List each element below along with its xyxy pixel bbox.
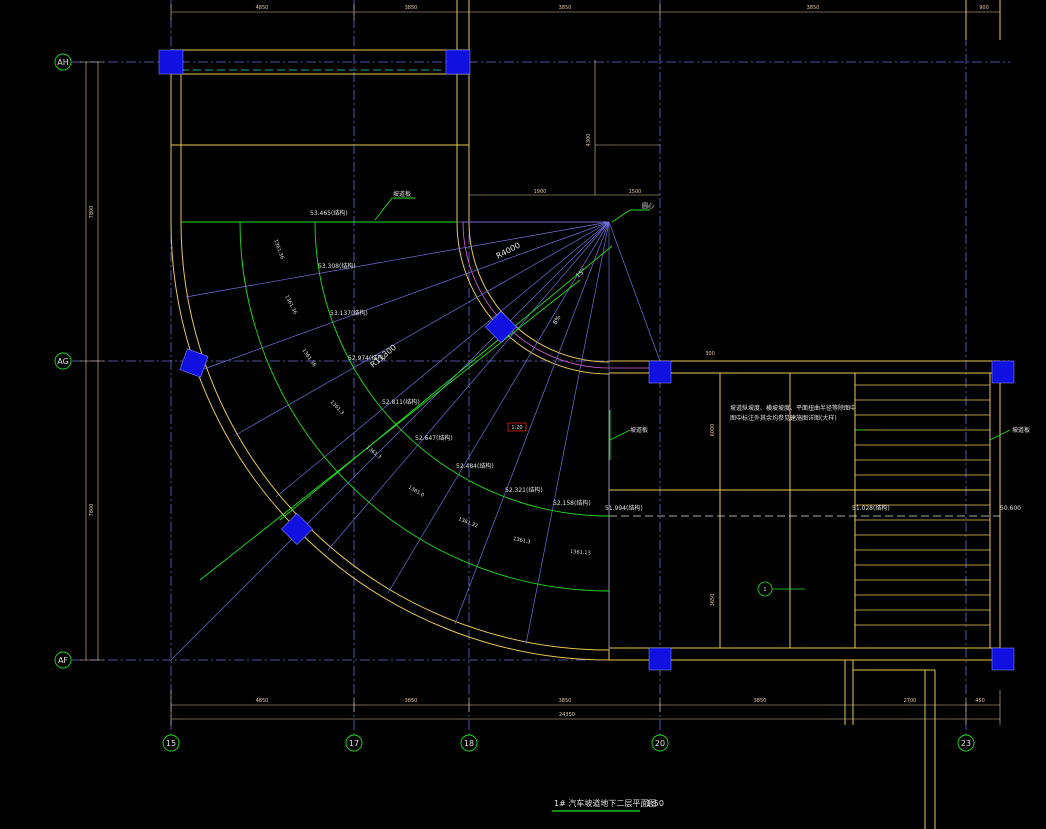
axis-label: AF — [58, 656, 68, 665]
axis-note-marker: 1 — [757, 581, 805, 597]
axis-bubble-23[interactable]: 23 — [957, 734, 975, 752]
axis-bubble-ah[interactable]: AH — [54, 53, 72, 71]
elevation-label: 52.484(结构) — [456, 462, 494, 470]
column-ag-23 — [991, 360, 1015, 384]
dim-text: 3850 — [405, 698, 418, 704]
axis-label: AG — [57, 357, 69, 366]
elevation-label: 53.308(结构) — [318, 262, 356, 270]
axis-note-text: 1 — [763, 587, 766, 593]
column-ah-18 — [445, 49, 471, 75]
dim-text: 450 — [975, 698, 985, 704]
dim-text: 900 — [979, 5, 989, 11]
notes: 坡道板 坡道板 坡道板 坡道纵坡度、横坡坡度、平面扭曲半径等除图中 图中标注外其… — [393, 190, 1030, 434]
axis-label: 18 — [464, 739, 474, 748]
ramp-note-line: 图中标注外其余均参见建施图详图(大样) — [730, 414, 837, 422]
dim-text: 3650 — [710, 594, 716, 607]
slope-note: 坡道板 — [393, 190, 411, 198]
dim-text: 4850 — [256, 698, 269, 704]
red-tag-text: 1:20 — [511, 425, 522, 431]
column-af-20 — [648, 647, 672, 671]
arc-dim-label: 1361.13 — [570, 549, 591, 556]
columns — [158, 49, 1015, 671]
column-arc-inner — [485, 311, 517, 343]
axis-label: 20 — [655, 739, 665, 748]
elevation-label: 50.600 — [1000, 505, 1021, 512]
arc-dim-label: 1361.3 — [513, 536, 531, 546]
elevation-label: 53.465(结构) — [310, 209, 348, 217]
drawing-scale: 1:50 — [646, 799, 664, 808]
axis-bubble-15[interactable]: 15 — [162, 734, 180, 752]
axis-bubble-ag[interactable]: AG — [54, 352, 72, 370]
center-mark-label: 圆心 — [642, 203, 654, 210]
dim-text: 7800 — [89, 206, 95, 219]
axis-label: 23 — [961, 739, 971, 748]
slope-note: 坡道板 — [630, 426, 648, 434]
dim-text: 1900 — [534, 189, 547, 195]
drawing-title-block: 1# 汽车坡道地下二层平面图 1:50 — [552, 798, 664, 812]
axis-bubble-17[interactable]: 17 — [345, 734, 363, 752]
axis-bubble-18[interactable]: 18 — [460, 734, 478, 752]
column-ah-15 — [158, 49, 184, 75]
dim-text: 3850 — [559, 698, 572, 704]
axis-label: 15 — [166, 739, 176, 748]
dim-text: 3850 — [754, 698, 767, 704]
dim-text: 300 — [705, 351, 715, 357]
elevation-label: 52.647(结构) — [415, 434, 453, 442]
elevation-label: 53.137(结构) — [330, 309, 368, 317]
axis-label: 17 — [349, 739, 359, 748]
stair-treads — [855, 384, 990, 626]
elevation-label: 51.028(结构) — [852, 504, 890, 512]
dim-total-text: 24350 — [559, 712, 575, 718]
axis-bubbles: AH AG AF 15 17 18 20 23 — [54, 53, 975, 752]
dim-text: 4850 — [256, 5, 269, 11]
angle-label: 8% — [552, 314, 563, 326]
dim-text: 2700 — [904, 698, 917, 704]
red-tag: 1:20 — [507, 422, 527, 432]
column-af-23 — [991, 647, 1015, 671]
column-ag-20 — [648, 360, 672, 384]
dim-text: 1500 — [629, 189, 642, 195]
elevation-label: 52.321(结构) — [505, 486, 543, 494]
dimension-texts: 4850 3850 3850 3850 900 4850 3850 3850 3… — [89, 5, 989, 718]
ramp-note-line: 坡道纵坡度、横坡坡度、平面扭曲半径等除图中 — [730, 404, 856, 412]
ramp-slope-arcs — [181, 197, 1011, 592]
axis-bubble-20[interactable]: 20 — [651, 734, 669, 752]
column-arc-ag — [179, 348, 209, 378]
elevation-label: 52.974(结构) — [348, 354, 386, 362]
axis-bubble-af[interactable]: AF — [54, 651, 72, 669]
slope-note: 坡道板 — [1012, 426, 1030, 434]
dim-text: 3850 — [559, 5, 572, 11]
dim-text: 4300 — [586, 134, 592, 147]
dim-text: 7800 — [89, 504, 95, 517]
dim-text: 3850 — [405, 5, 418, 11]
column-arc-lower — [281, 513, 313, 545]
axis-label: AH — [57, 58, 69, 67]
elevation-label: 52.158(结构) — [553, 499, 591, 507]
elevation-label: 52.811(结构) — [382, 398, 420, 406]
elevation-label: 51.994(结构) — [605, 504, 643, 512]
dimension-lines — [80, 4, 1001, 725]
dim-text: 6000 — [710, 424, 716, 437]
drawing-title: 1# 汽车坡道地下二层平面图 — [554, 798, 656, 808]
dim-text: 3850 — [807, 5, 820, 11]
elevation-labels: 53.465(结构) 53.308(结构) 53.137(结构) 52.974(… — [310, 209, 1021, 512]
